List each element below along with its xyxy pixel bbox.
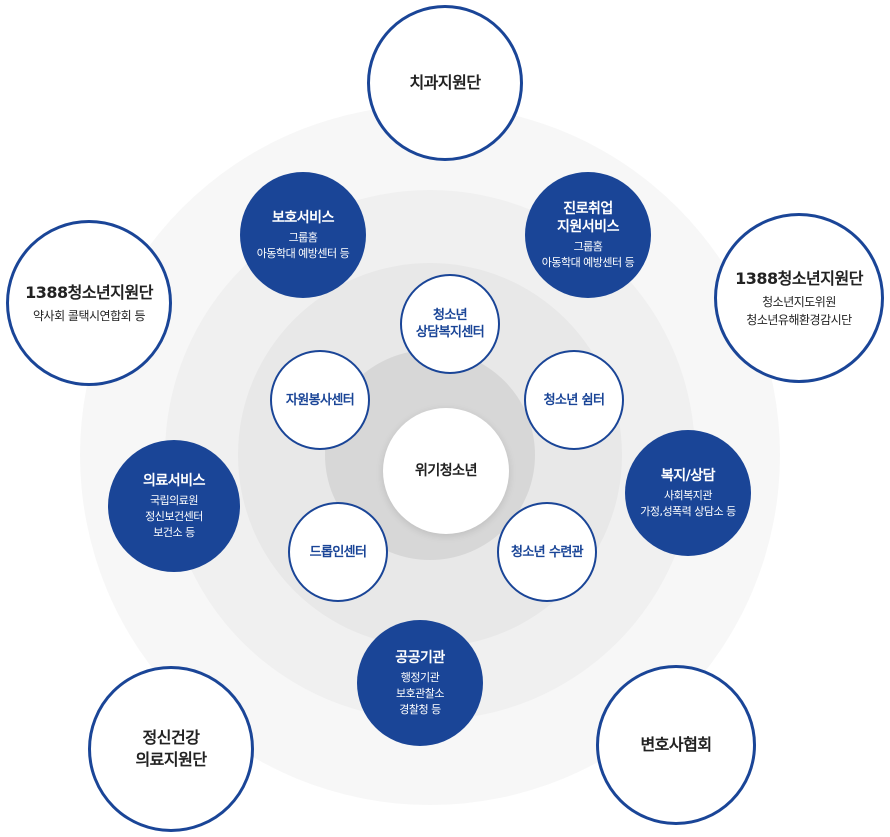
service-node-title: 진로취업 [563, 200, 613, 217]
outer-node-item: 청소년지도위원 [762, 294, 836, 309]
service-node-title: 의료서비스 [143, 472, 205, 489]
service-node-title: 공공기관 [395, 649, 445, 666]
inner-node-label: 청소년 수련관 [510, 544, 584, 560]
inner-node-counseling-center: 청소년 상담복지센터 [400, 274, 500, 374]
inner-node-label: 자원봉사센터 [285, 392, 355, 408]
outer-node-title: 1388청소년지원단 [735, 268, 863, 288]
service-node-medical: 의료서비스 국립의료원 정신보건센터 보건소 등 [108, 440, 240, 572]
service-node-title: 복지/상담 [660, 467, 716, 484]
service-node-item: 사회복지관 [663, 488, 713, 502]
service-node-item: 그룹홈 [288, 230, 318, 244]
service-node-item: 보호관찰소 [395, 686, 445, 700]
center-node-crisis-youth: 위기청소년 [383, 408, 509, 534]
service-node-item: 가정,성폭력 상담소 등 [640, 504, 736, 518]
outer-node-title: 치과지원단 [409, 73, 481, 92]
outer-node-item: 청소년유해환경감시단 [746, 312, 852, 327]
inner-node-label: 청소년 [432, 308, 468, 323]
service-node-item: 그룹홈 [573, 239, 603, 253]
outer-node-title: 의료지원단 [135, 750, 207, 769]
outer-node-title: 1388청소년지원단 [25, 282, 153, 302]
service-node-title: 보호서비스 [272, 209, 334, 226]
service-node-item: 행정기관 [400, 670, 440, 684]
service-node-title: 지원서비스 [557, 218, 619, 235]
outer-node-title: 변호사협회 [640, 735, 712, 754]
service-node-protection: 보호서비스 그룹홈 아동학대 예방센터 등 [240, 172, 366, 298]
center-label: 위기청소년 [415, 463, 477, 479]
service-node-item: 아동학대 예방센터 등 [256, 246, 350, 260]
service-node-item: 아동학대 예방센터 등 [541, 255, 635, 269]
service-node-item: 국립의료원 [149, 493, 199, 507]
inner-node-youth-training-center: 청소년 수련관 [497, 502, 597, 602]
service-node-career: 진로취업 지원서비스 그룹홈 아동학대 예방센터 등 [525, 172, 651, 298]
service-node-item: 보건소 등 [153, 525, 195, 539]
inner-node-label: 상담복지센터 [415, 325, 485, 340]
outer-node-dental-support: 치과지원단 [367, 5, 523, 161]
service-node-item: 경찰청 등 [399, 702, 441, 716]
outer-node-bar-association: 변호사협회 [596, 665, 756, 825]
service-node-item: 정신보건센터 [145, 509, 203, 523]
outer-node-title: 정신건강 [142, 728, 200, 747]
inner-node-youth-shelter: 청소년 쉼터 [524, 350, 624, 450]
outer-node-mental-health-support: 정신건강 의료지원단 [88, 666, 254, 832]
inner-node-drop-in-center: 드롭인센터 [288, 502, 388, 602]
inner-node-label: 드롭인센터 [309, 544, 367, 560]
service-node-public-agency: 공공기관 행정기관 보호관찰소 경찰청 등 [357, 620, 483, 746]
inner-node-label: 청소년 쉼터 [543, 392, 605, 408]
outer-node-1388-support-left: 1388청소년지원단 약사회 콜택시연합회 등 [6, 220, 172, 386]
service-node-welfare: 복지/상담 사회복지관 가정,성폭력 상담소 등 [625, 430, 751, 556]
outer-node-item: 약사회 콜택시연합회 등 [32, 308, 146, 323]
outer-node-1388-support-right: 1388청소년지원단 청소년지도위원 청소년유해환경감시단 [714, 213, 884, 383]
inner-node-volunteer-center: 자원봉사센터 [270, 350, 370, 450]
